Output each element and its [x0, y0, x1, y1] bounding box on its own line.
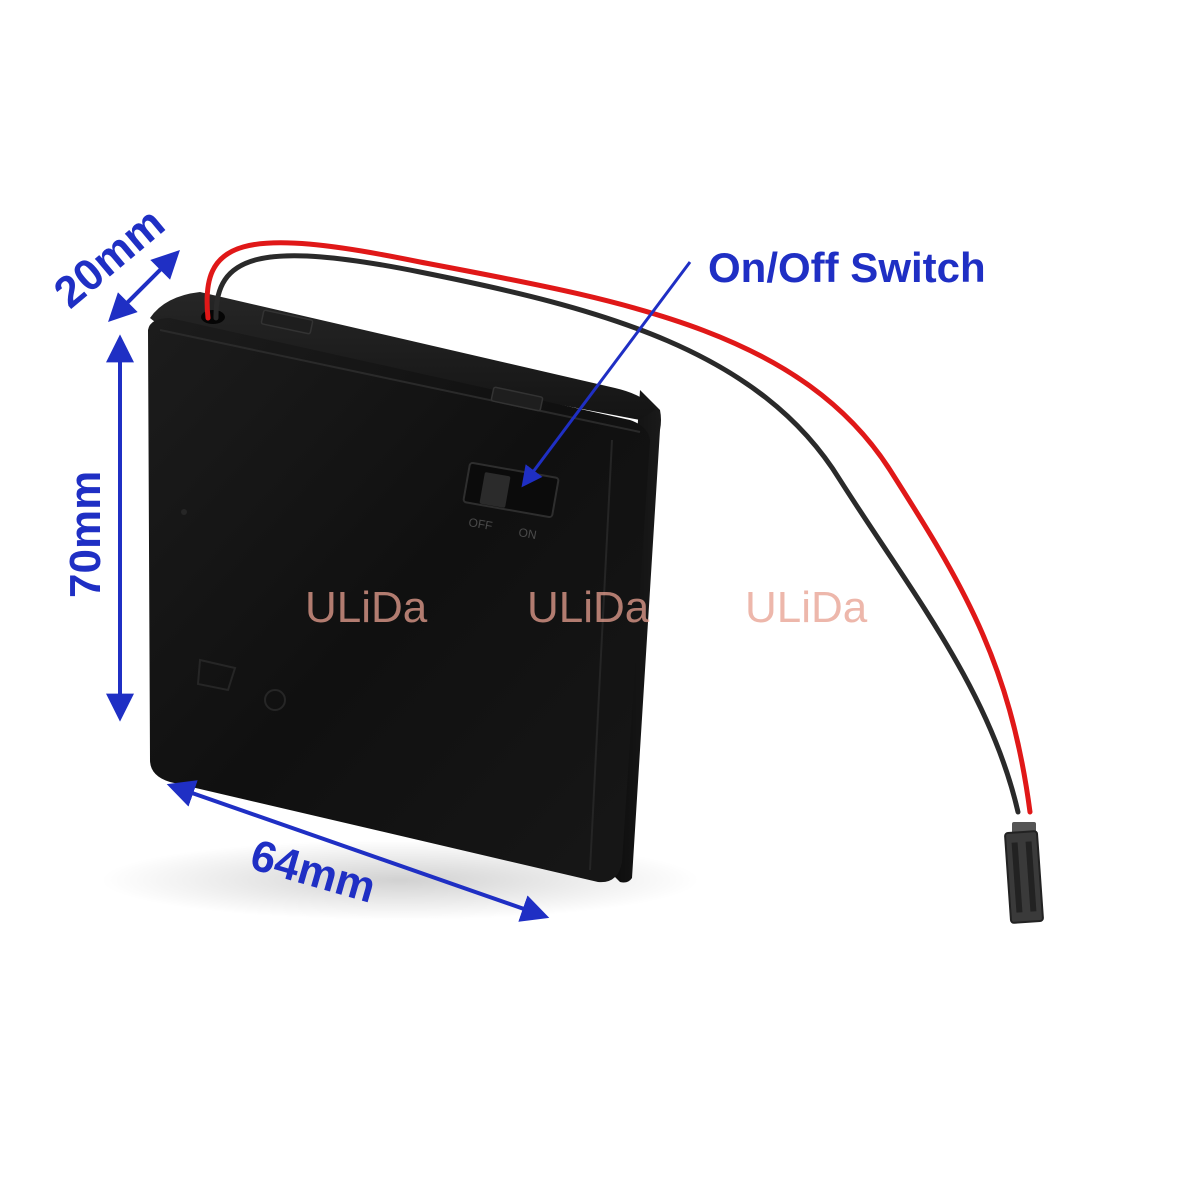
embossed-dot [181, 509, 187, 515]
switch-pointer-arrow [521, 261, 692, 488]
watermark-text-1: ULiDa [305, 583, 428, 632]
dupont-connector [1004, 822, 1044, 924]
depth-arrow [108, 250, 180, 322]
embossed-mark [196, 658, 237, 692]
width-arrow [166, 780, 550, 922]
embossed-ce-mark [264, 689, 286, 711]
height-label: 70mm [61, 471, 110, 598]
switch-off-marking: OFF [467, 515, 493, 533]
lid-latch-right [490, 386, 544, 412]
on-off-switch: OFF ON [462, 461, 560, 542]
switch-label: On/Off Switch [708, 244, 986, 291]
lead-wires [204, 240, 1033, 815]
wire-exit-hole [201, 310, 225, 324]
watermark-text-3: ULiDa [745, 583, 868, 632]
box-front-face [148, 318, 650, 883]
side-seam [589, 439, 613, 871]
lid-seam [159, 329, 641, 433]
switch-slider [479, 472, 511, 508]
red-wire [204, 240, 1033, 815]
lid-latch-left [260, 309, 314, 335]
black-wire [213, 253, 1021, 815]
watermark: ULiDa ULiDa ULiDa [305, 583, 868, 632]
switch-on-marking: ON [517, 525, 537, 542]
watermark-text-2: ULiDa [527, 583, 650, 632]
depth-label: 20mm [45, 198, 174, 317]
